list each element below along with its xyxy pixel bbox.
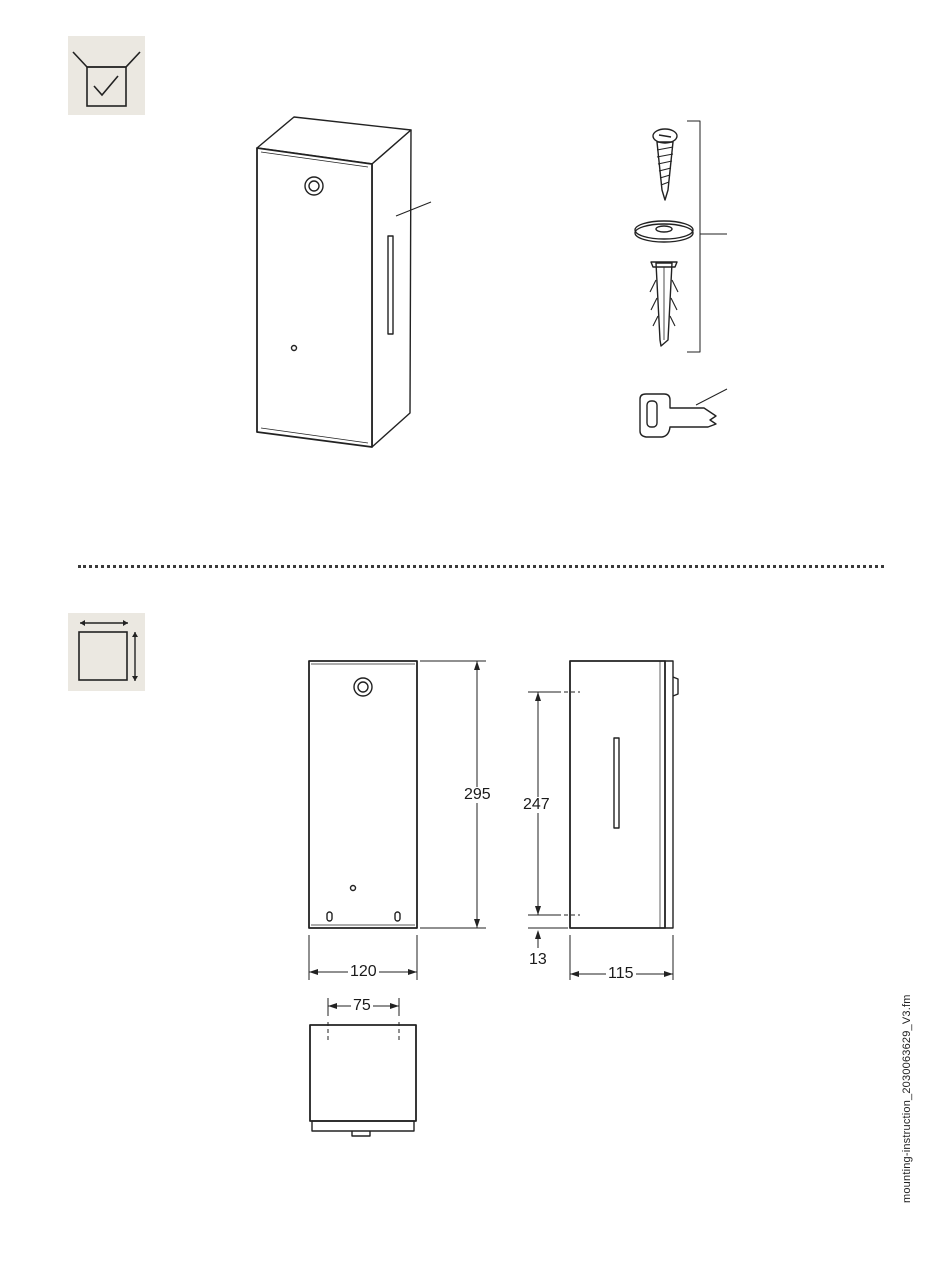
- top-view-drawing: [310, 1022, 416, 1136]
- dimension-width: 120: [348, 964, 379, 980]
- wall-plug-drawing: [650, 262, 678, 346]
- dimension-hole-spacing: 75: [351, 998, 373, 1014]
- dimension-arrows: [309, 661, 673, 1009]
- dimension-depth: 115: [606, 966, 636, 982]
- dimension-offset-bottom: 13: [527, 952, 549, 968]
- screw-drawing: [653, 129, 677, 200]
- footer-filename: mounting-instruction_2030063629_V3.fm: [901, 994, 913, 1203]
- front-view-drawing: [309, 661, 417, 928]
- side-view-drawing: [557, 661, 678, 928]
- dimension-height-total: 295: [462, 787, 493, 803]
- dispenser-3d-drawing: [257, 117, 431, 447]
- washer-drawing: [635, 221, 693, 242]
- dimension-height-mount: 247: [521, 797, 552, 813]
- key-drawing: [640, 389, 727, 437]
